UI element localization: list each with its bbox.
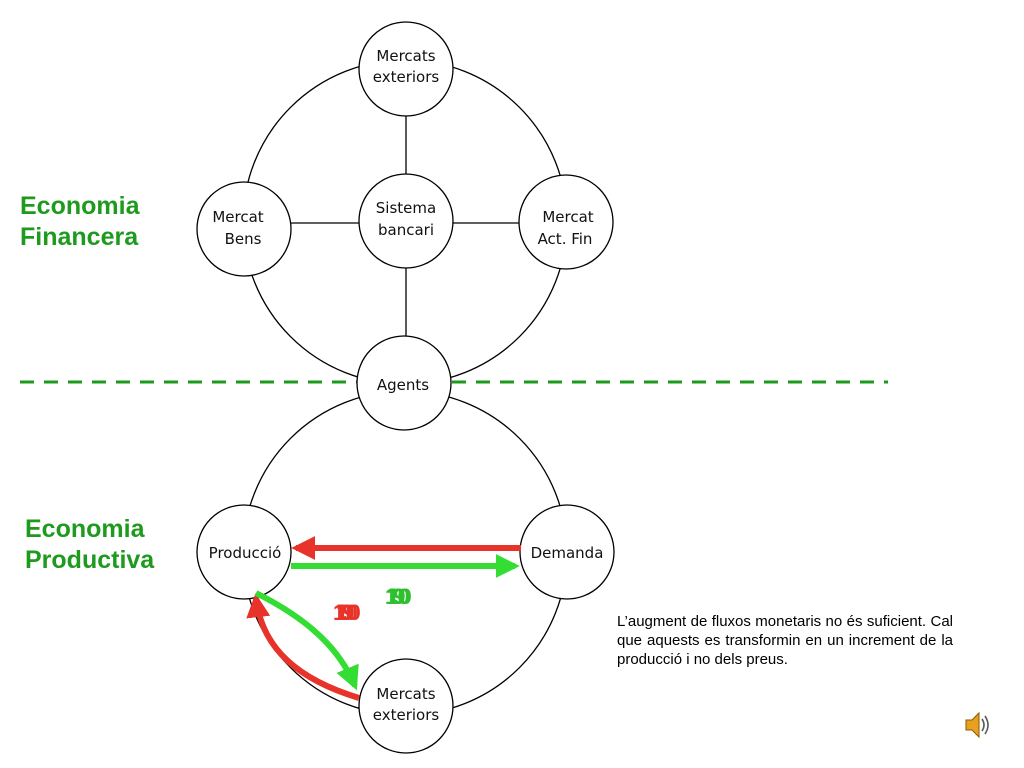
node-produccio: Producció (196, 504, 292, 600)
flow-value-green-b: 190 (387, 584, 412, 609)
svg-text:Mercat: Mercat (542, 208, 593, 226)
svg-text:Mercats: Mercats (376, 685, 435, 703)
svg-text:bancari: bancari (378, 221, 434, 239)
node-mercat-act-fin: Mercat Act. Fin (518, 174, 614, 270)
section-label-productiva: Economia Productiva (25, 515, 155, 574)
svg-text:Mercat: Mercat (212, 208, 263, 226)
svg-text:Producció: Producció (209, 544, 282, 562)
svg-text:exteriors: exteriors (373, 706, 440, 724)
svg-text:Bens: Bens (225, 230, 262, 248)
svg-text:exteriors: exteriors (373, 68, 440, 86)
svg-text:Demanda: Demanda (531, 544, 604, 562)
node-mercat-bens: Mercat Bens (196, 181, 292, 277)
node-mercats-exteriors-top: Mercats exteriors (358, 21, 454, 117)
arrow-produccio-to-exteriors (254, 590, 359, 691)
svg-text:Act. Fin: Act. Fin (538, 230, 593, 248)
flow-value-red-b: 190 (336, 600, 361, 625)
node-demanda: Demanda (519, 504, 615, 600)
node-sistema-bancari: Sistema bancari (358, 173, 454, 269)
node-mercats-exteriors-bottom: Mercats exteriors (358, 658, 454, 754)
svg-text:Mercats: Mercats (376, 47, 435, 65)
explanation-note: L’augment de fluxos monetaris no és sufi… (617, 613, 953, 668)
section-label-financera: Economia Financera (20, 192, 140, 251)
speaker-icon[interactable] (964, 707, 994, 747)
svg-text:Agents: Agents (377, 376, 429, 394)
arrow-exteriors-to-produccio (246, 593, 360, 701)
node-agents: Agents (356, 335, 452, 431)
svg-text:Sistema: Sistema (376, 199, 436, 217)
